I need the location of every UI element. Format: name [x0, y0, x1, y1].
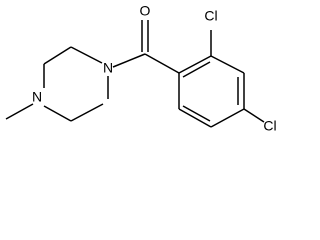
structure-diagram: O Cl Cl N N — [5, 3, 277, 134]
atom-nitrogen-amide: N — [103, 60, 113, 76]
bond-ring-5-inner — [182, 105, 211, 122]
bond-c4-cl — [243, 108, 265, 123]
atom-labels: O Cl Cl N N — [32, 3, 277, 134]
bond-ring-5 — [178, 108, 212, 128]
bond-n-methyl — [5, 103, 34, 120]
atom-oxygen: O — [140, 3, 151, 19]
bond-ring-1-inner — [182, 61, 211, 78]
bond-pip-4 — [43, 105, 72, 122]
bond-ring-4 — [210, 108, 245, 128]
atom-chlorine-2: Cl — [204, 8, 217, 24]
bonds — [5, 20, 265, 128]
bond-ring-2 — [210, 55, 245, 74]
bond-carbonyl-n — [112, 53, 146, 68]
bond-pip-5 — [70, 103, 104, 122]
bond-pip-2 — [43, 46, 72, 65]
bond-carbonyl-aryl — [144, 53, 180, 74]
bond-pip-1 — [70, 46, 103, 64]
bond-ring-1 — [178, 55, 212, 74]
atom-nitrogen-methyl: N — [32, 89, 42, 105]
atom-chlorine-4: Cl — [263, 118, 276, 134]
